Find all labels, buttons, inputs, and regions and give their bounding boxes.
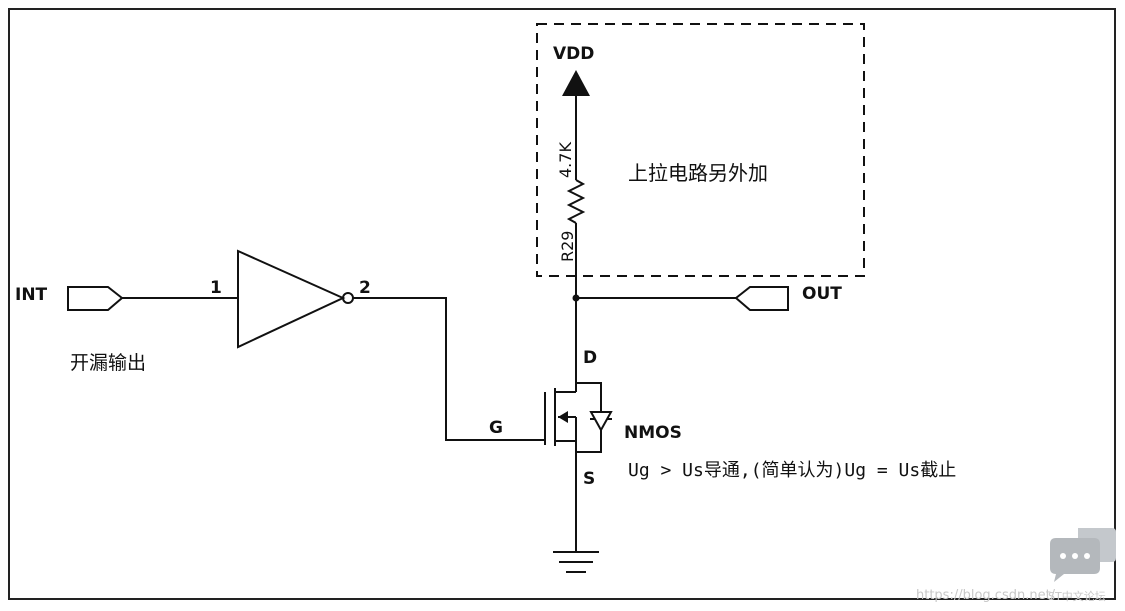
pin-2-label: 2 <box>359 278 371 298</box>
gate-wire <box>353 297 545 441</box>
source-label: S <box>583 469 595 489</box>
open-drain-label: 开漏输出 <box>70 352 146 374</box>
vdd-label: VDD <box>553 44 594 64</box>
int-port-flag <box>67 286 124 311</box>
diode-top-wire <box>576 382 602 412</box>
out-label: OUT <box>802 284 842 304</box>
resistor-zigzag <box>566 179 586 224</box>
pin-1-label: 1 <box>210 278 222 298</box>
nmos-label: NMOS <box>624 423 682 443</box>
watermark-brand: ST中文论坛 <box>1048 589 1106 603</box>
outer-frame <box>8 8 1116 600</box>
diode-triangle <box>589 411 613 433</box>
int-label: INT <box>15 285 48 305</box>
vdd-arrow <box>562 70 590 96</box>
pullup-note: 上拉电路另外加 <box>628 161 768 185</box>
diode-bottom-wire <box>576 430 602 453</box>
drain-label: D <box>583 348 597 368</box>
junction-dot <box>572 294 580 302</box>
resistor-ref-label: R29 <box>558 231 577 262</box>
nmos-arrow <box>558 411 568 423</box>
watermark-url: https://blog.csdn.net/ <box>916 588 1056 603</box>
chat-bubble-icon <box>1050 528 1116 582</box>
resistor-value-label: 4.7K <box>556 142 575 178</box>
buffer-triangle <box>237 249 346 349</box>
conduction-condition: Ug > Us导通,(简单认为)Ug = Us截止 <box>628 460 956 481</box>
out-port-flag <box>734 286 789 311</box>
gate-label: G <box>489 418 503 438</box>
